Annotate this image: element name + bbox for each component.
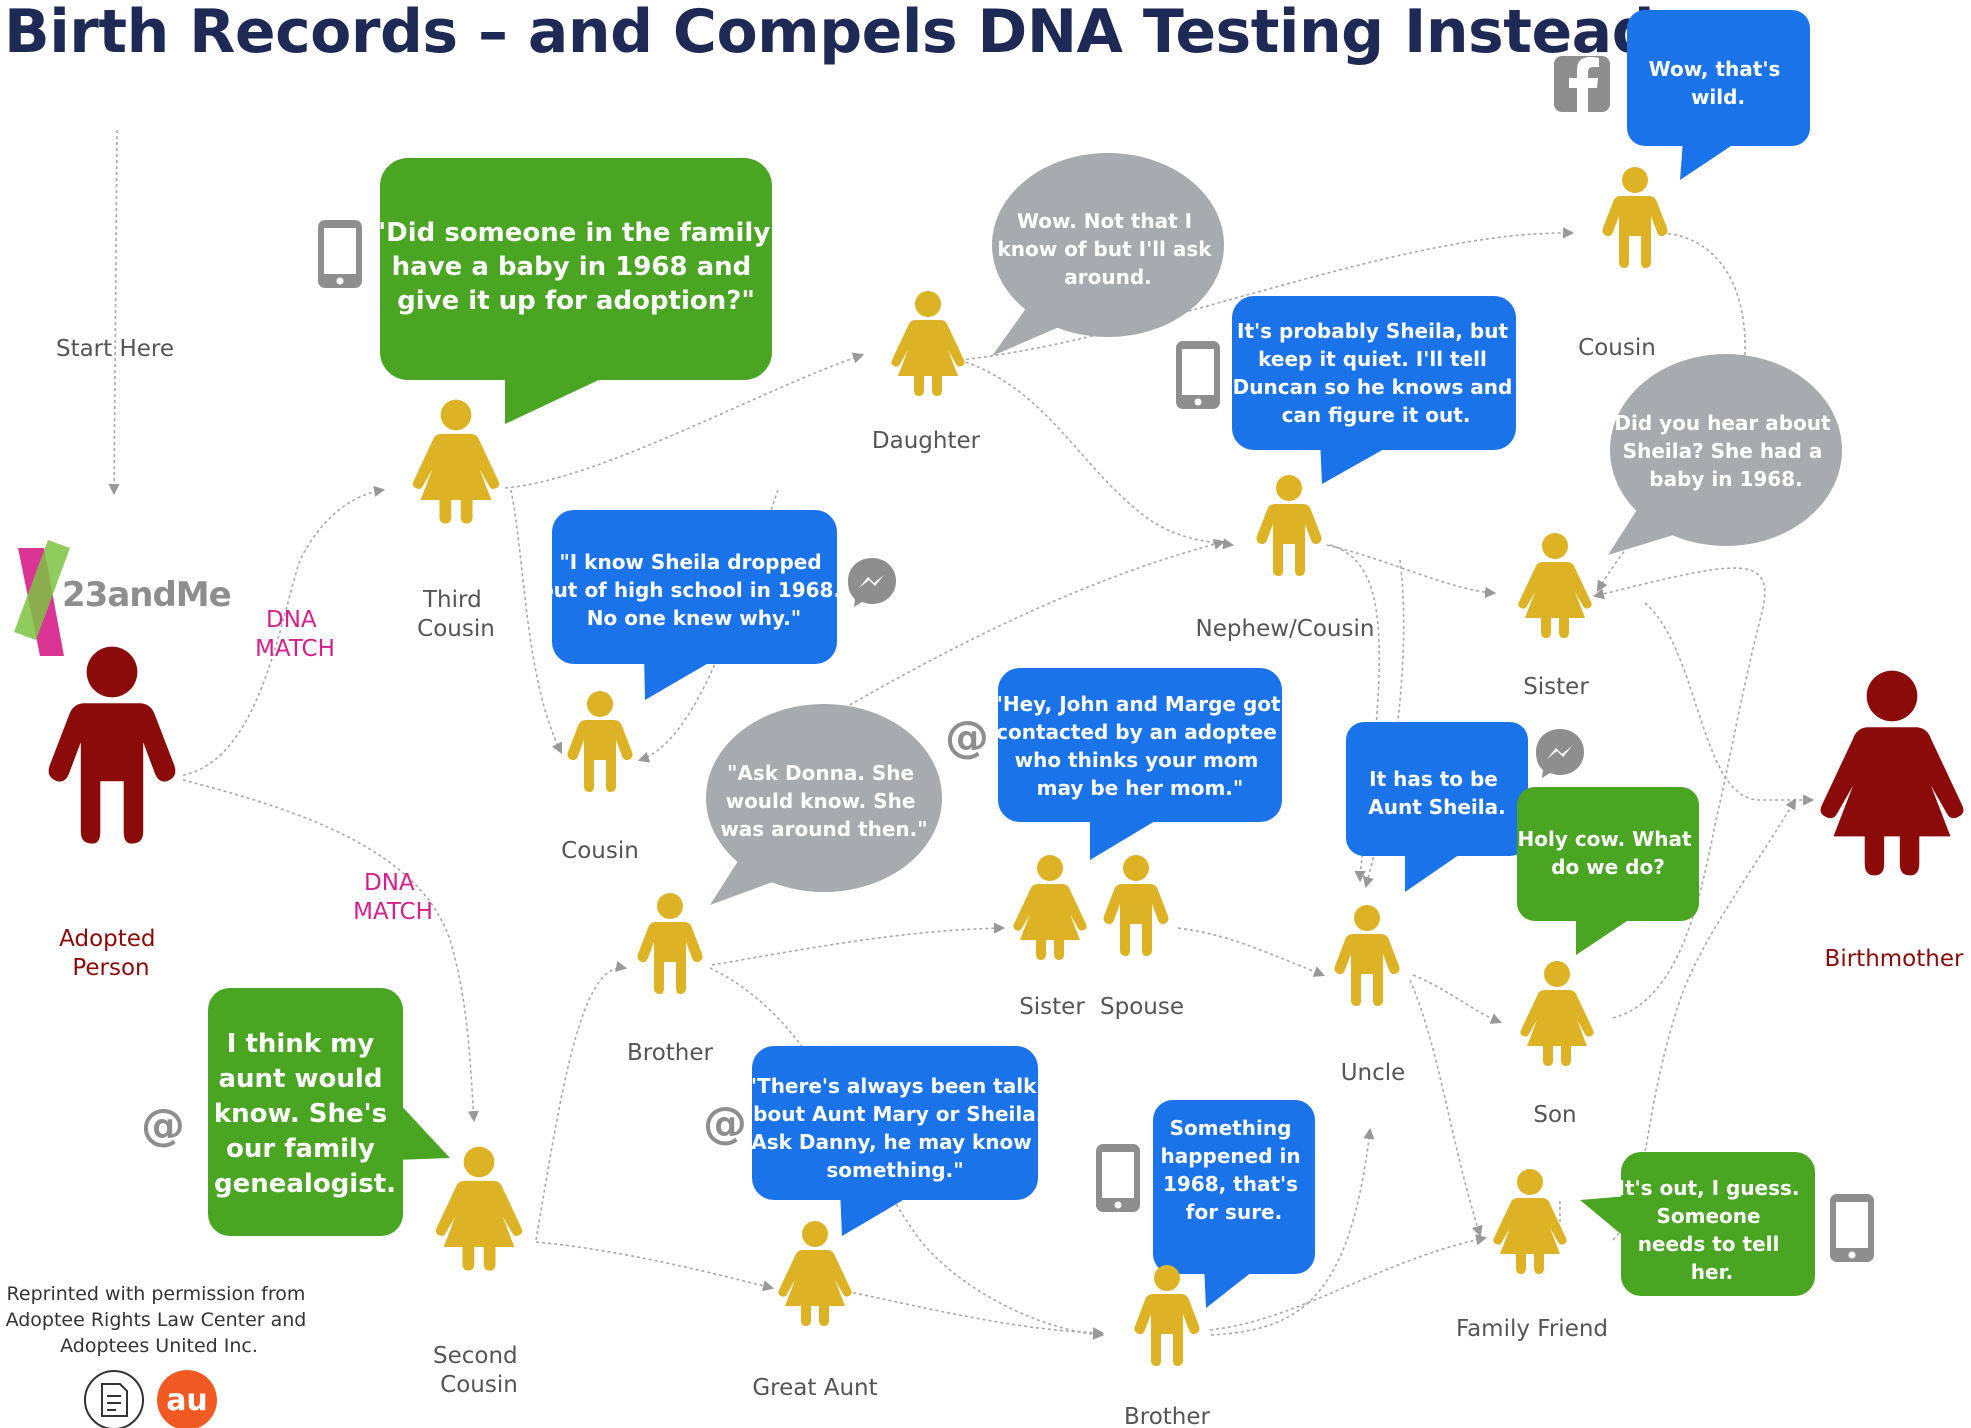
- son-figure: [1520, 961, 1594, 1066]
- cousin-top-figure: [1602, 167, 1668, 268]
- speech-bubble-11: I think my aunt would know. She's our fa…: [208, 988, 450, 1236]
- speech-bubble-6: "I know Sheila dropped out of high schoo…: [540, 510, 848, 700]
- cousin-top-label: Cousin: [1578, 335, 1656, 361]
- speech-bubble-2: Wow. Not that I know of but I'll ask aro…: [992, 153, 1224, 356]
- speech-bubble-9: It has to be Aunt Sheila.: [1346, 722, 1528, 892]
- svg-text:"There's always been talk: "There's always been talk about Aunt Mar…: [740, 1074, 1051, 1182]
- svg-text:Did you hear about She: Did you hear about Sheila? She had a bab…: [1614, 411, 1837, 491]
- family-friend-figure: [1493, 1169, 1567, 1274]
- svg-text:"Ask Donna. She would: "Ask Donna. She would know. She was arou…: [720, 761, 927, 841]
- start-here-label: Start Here: [56, 336, 174, 362]
- speech-bubble-3: Wow, that's wild.: [1627, 10, 1810, 180]
- brother-mid-figure: [637, 893, 703, 994]
- at-sign-icon: [945, 712, 989, 763]
- brother-mid-label: Brother: [627, 1040, 714, 1066]
- messenger-icon: [1536, 729, 1584, 778]
- phone-icon: [1830, 1194, 1874, 1262]
- speech-bubble-13: Something happened in 1968, that's for s…: [1153, 1100, 1315, 1308]
- cousin-mid-figure: [567, 691, 633, 792]
- svg-text:Something happened in: Something happened in 1968, that's for s…: [1160, 1116, 1307, 1224]
- adopted-person-label: Adopted Person: [59, 926, 163, 981]
- svg-text:Holy cow. What do we d: Holy cow. What do we do?: [1517, 827, 1698, 879]
- credit: Reprinted with permission from Adoptee R…: [6, 1283, 313, 1428]
- great-aunt-label: Great Aunt: [752, 1375, 877, 1401]
- family-friend-label: Family Friend: [1456, 1316, 1608, 1342]
- nephew-figure: [1256, 475, 1322, 576]
- 23andme-logo: 23andMe: [14, 540, 232, 656]
- birthmother-label: Birthmother: [1825, 946, 1964, 972]
- speech-bubble-10: Holy cow. What do we do?: [1517, 787, 1699, 955]
- icons: [141, 56, 1874, 1262]
- birthmother-figure: [1820, 670, 1964, 876]
- page-title: Birth Records – and Compels DNA Testing …: [4, 0, 1655, 67]
- svg-text:"Did someone in the family: "Did someone in the family have a baby i…: [373, 218, 780, 316]
- third-cousin-figure: [412, 399, 500, 524]
- document-icon: [84, 1370, 144, 1428]
- sister-mid-figure: [1013, 855, 1087, 960]
- svg-text:It's probably Sheila, but: It's probably Sheila, but keep it quiet.…: [1233, 319, 1520, 427]
- svg-text:It has to be Aunt Shei: It has to be Aunt Sheila.: [1368, 767, 1506, 819]
- svg-text:"Hey, John and Marge got: "Hey, John and Marge got contacted by an…: [992, 692, 1287, 800]
- svg-text:I think my aunt would: I think my aunt would know. She's our fa…: [214, 1029, 396, 1199]
- brother-bottom-figure: [1134, 1265, 1200, 1366]
- at-sign-icon: [703, 1098, 747, 1149]
- at-sign-icon: [141, 1100, 185, 1151]
- labels: Start Here DNA MATCH DNA MATCH Adopted P…: [56, 335, 1964, 1428]
- phone-icon: [1176, 341, 1220, 409]
- svg-text:23andMe: 23andMe: [62, 575, 231, 615]
- phone-icon: [1096, 1144, 1140, 1212]
- spouse-label: Spouse: [1100, 994, 1184, 1020]
- uncle-label: Uncle: [1341, 1060, 1406, 1086]
- nephew-cousin-label: Nephew/Cousin: [1196, 616, 1375, 642]
- adopted-person-figure: [48, 646, 176, 844]
- dna-match-label-2: DNA MATCH: [353, 870, 433, 925]
- phone-icon: [318, 220, 362, 288]
- brother-bottom-label: Brother: [1124, 1404, 1211, 1428]
- speech-bubbles: "Did someone in the family have a baby i…: [208, 10, 1842, 1308]
- son-label: Son: [1533, 1102, 1576, 1128]
- svg-text:Wow. Not that I know o: Wow. Not that I know of but I'll ask aro…: [997, 209, 1218, 289]
- sister-mid-label: Sister: [1019, 994, 1085, 1020]
- third-cousin-label: Third Cousin: [417, 587, 495, 642]
- speech-bubble-1: "Did someone in the family have a baby i…: [373, 158, 780, 424]
- svg-text:It's out, I guess. Som: It's out, I guess. Someone needs to tell…: [1618, 1176, 1807, 1284]
- sister-right-figure: [1518, 533, 1592, 638]
- speech-bubble-8: "Hey, John and Marge got contacted by an…: [992, 668, 1287, 860]
- svg-text:Wow, that's wild.: Wow, that's wild.: [1649, 57, 1788, 109]
- speech-bubble-5: Did you hear about Sheila? She had a bab…: [1608, 354, 1842, 555]
- facebook-icon: [1554, 56, 1610, 112]
- dna-match-label-1: DNA MATCH: [255, 607, 335, 662]
- speech-bubble-12: "There's always been talk about Aunt Mar…: [740, 1046, 1051, 1236]
- svg-text:"I know Sheila dropped: "I know Sheila dropped out of high schoo…: [540, 550, 848, 630]
- second-cousin-figure: [435, 1146, 523, 1271]
- cousin-mid-label: Cousin: [561, 838, 639, 864]
- speech-bubble-4: It's probably Sheila, but keep it quiet.…: [1232, 296, 1520, 484]
- great-aunt-figure: [778, 1221, 852, 1326]
- daughter-figure: [891, 291, 965, 396]
- second-cousin-label: Second Cousin: [433, 1343, 525, 1398]
- spouse-figure: [1103, 855, 1169, 956]
- uncle-figure: [1334, 905, 1400, 1006]
- daughter-label: Daughter: [872, 428, 981, 454]
- sister-right-label: Sister: [1523, 674, 1589, 700]
- svg-text:Reprinted with permission from: Reprinted with permission from Adoptee R…: [6, 1283, 313, 1357]
- speech-bubble-7: "Ask Donna. She would know. She was arou…: [706, 704, 942, 905]
- messenger-icon: [848, 558, 896, 607]
- au-logo: au: [157, 1370, 217, 1428]
- connector-lines: [108, 129, 1815, 1340]
- svg-text:au: au: [166, 1383, 208, 1418]
- speech-bubble-14: It's out, I guess. Someone needs to tell…: [1580, 1152, 1815, 1296]
